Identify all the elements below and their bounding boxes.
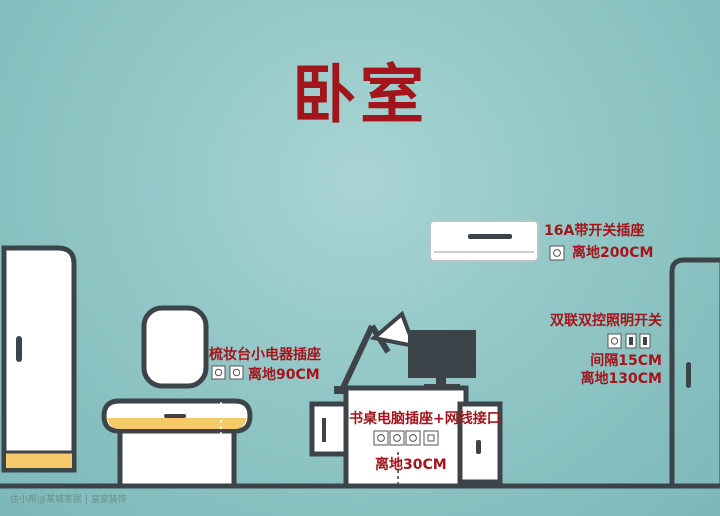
- light-switch: [607, 333, 651, 349]
- vanity-mirror: [141, 305, 209, 389]
- switch-title-label: 双联双控照明开关: [550, 313, 662, 329]
- desk-height-label: 离地30CM: [375, 457, 447, 473]
- desk-lamp: [334, 310, 418, 394]
- air-conditioner: [429, 220, 539, 262]
- monitor: [408, 330, 476, 388]
- vanity-sockets: [211, 365, 244, 380]
- desk-sockets: [373, 430, 439, 446]
- switch-height-label: 离地130CM: [580, 371, 662, 387]
- wardrobe-left: [1, 245, 77, 473]
- vanity-height-label: 离地90CM: [248, 367, 320, 383]
- page-title: 卧室: [292, 59, 428, 133]
- desk-socket-label: 书桌电脑插座+网线接口: [349, 411, 501, 427]
- vanity-table: [101, 398, 253, 489]
- ac-socket-label: 16A带开关插座: [544, 223, 645, 239]
- ac-socket: [549, 245, 565, 261]
- watermark: 住小帮@某城家居 | 皇家装饰: [10, 495, 127, 505]
- ac-height-label: 离地200CM: [572, 245, 654, 261]
- vanity-socket-label: 梳妆台小电器插座: [209, 347, 321, 363]
- door-right: [669, 257, 720, 486]
- switch-spacing-label: 间隔15CM: [590, 353, 662, 369]
- desk: [309, 385, 503, 489]
